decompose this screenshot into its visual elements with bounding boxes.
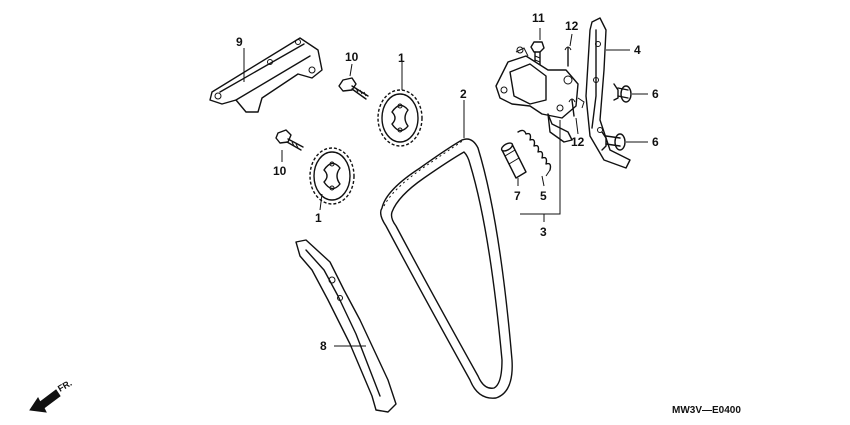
callout-6-lower: 6 xyxy=(652,135,659,149)
callout-5: 5 xyxy=(540,189,547,203)
callout-11: 11 xyxy=(532,11,545,25)
part-12-pin-upper xyxy=(564,46,572,67)
part-6-pivot-bolt-lower xyxy=(601,131,626,151)
tensioner-assembly xyxy=(495,46,585,143)
front-direction-indicator: FR. xyxy=(29,378,74,413)
part-1-cam-sprocket-upper xyxy=(377,89,423,147)
callout-10-upper: 10 xyxy=(345,50,359,64)
arrow-down-left-icon xyxy=(29,389,61,413)
part-9-guide-bracket xyxy=(209,37,323,113)
callout-12-upper: 12 xyxy=(565,19,579,33)
diagram-code: MW3V—E0400 xyxy=(672,405,741,416)
part-12-pin-lower xyxy=(568,98,576,117)
part-6-pivot-bolt-upper xyxy=(613,83,632,103)
callout-4: 4 xyxy=(634,43,641,57)
callout-9: 9 xyxy=(236,35,243,49)
part-8-chain-guide xyxy=(295,239,397,413)
callout-2: 2 xyxy=(460,87,467,101)
part-10-bolt-upper xyxy=(338,77,369,100)
callout-1-upper: 1 xyxy=(398,51,405,65)
part-10-bolt-lower xyxy=(275,129,304,151)
callout-12-lower: 12 xyxy=(571,135,585,149)
callout-6-upper: 6 xyxy=(652,87,659,101)
part-5-spring xyxy=(517,129,552,177)
callout-labels: 9 10 10 1 1 2 11 12 4 6 12 6 7 5 3 8 xyxy=(236,11,659,353)
part-7-damper xyxy=(500,142,527,179)
callout-1-lower: 1 xyxy=(315,211,322,225)
front-direction-label: FR. xyxy=(56,378,74,394)
leader-lines xyxy=(243,28,648,347)
callout-8: 8 xyxy=(320,339,327,353)
callout-7: 7 xyxy=(514,189,521,203)
part-1-cam-sprocket-lower xyxy=(309,147,355,205)
part-2-cam-chain xyxy=(379,138,513,399)
part-4-tensioner-arm xyxy=(585,17,631,169)
callout-10-lower: 10 xyxy=(273,164,287,178)
callout-3: 3 xyxy=(540,225,547,239)
